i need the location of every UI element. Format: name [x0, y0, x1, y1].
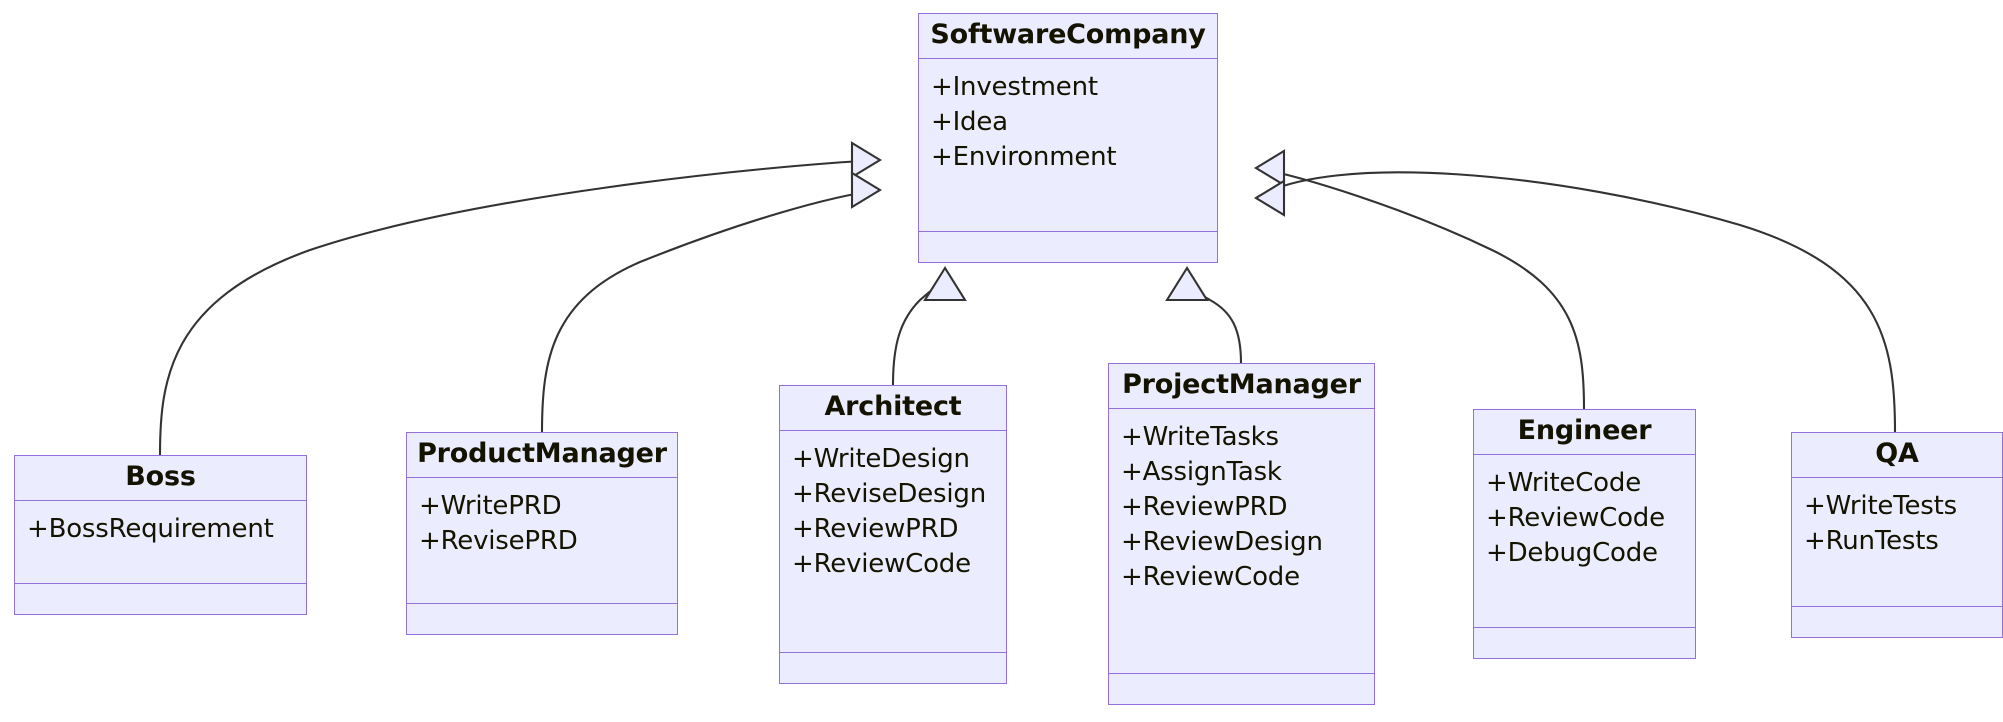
- attribute-item: +ReviewDesign: [1121, 526, 1323, 557]
- class-methods-softwarecompany: [919, 232, 1217, 262]
- attribute-item: +WritePRD: [419, 491, 562, 522]
- class-attributes-softwarecompany: +Investment +Idea +Environment: [919, 59, 1217, 232]
- class-methods-architect: [780, 653, 1006, 683]
- attribute-item: +Idea: [931, 107, 1008, 138]
- class-node-softwarecompany[interactable]: SoftwareCompany +Investment +Idea +Envir…: [918, 13, 1218, 263]
- class-attributes-qa: +WriteTests +RunTests: [1792, 478, 2002, 607]
- attribute-item: +ReviewCode: [792, 548, 971, 579]
- attribute-item: +WriteTasks: [1121, 422, 1279, 453]
- attribute-item: +ReviewCode: [1486, 503, 1665, 534]
- attribute-item: +RevisePRD: [419, 526, 578, 557]
- class-attributes-engineer: +WriteCode +ReviewCode +DebugCode: [1474, 455, 1695, 628]
- edge-architect-to-softwarecompany: [891, 266, 967, 386]
- class-title-architect: Architect: [780, 386, 1006, 432]
- edge-projectmanager-to-softwarecompany: [1165, 266, 1243, 364]
- attribute-item: +ReviewPRD: [1121, 492, 1288, 522]
- class-title-productmanager: ProductManager: [407, 433, 677, 479]
- class-title-engineer: Engineer: [1474, 410, 1695, 456]
- class-attributes-productmanager: +WritePRD +RevisePRD: [407, 478, 677, 604]
- class-node-qa[interactable]: QA +WriteTests +RunTests: [1791, 432, 2003, 638]
- class-node-projectmanager[interactable]: ProjectManager +WriteTasks +AssignTask +…: [1108, 363, 1375, 705]
- attribute-item: +ReviewCode: [1121, 561, 1300, 592]
- class-title-softwarecompany: SoftwareCompany: [919, 14, 1217, 60]
- class-node-boss[interactable]: Boss +BossRequirement: [14, 455, 307, 615]
- class-node-productmanager[interactable]: ProductManager +WritePRD +RevisePRD: [406, 432, 678, 635]
- attribute-item: +BossRequirement: [27, 514, 274, 545]
- class-attributes-architect: +WriteDesign +ReviseDesign +ReviewPRD +R…: [780, 431, 1006, 653]
- attribute-item: +Environment: [931, 142, 1117, 172]
- class-node-architect[interactable]: Architect +WriteDesign +ReviseDesign +Re…: [779, 385, 1007, 684]
- class-methods-boss: [15, 584, 306, 614]
- class-title-projectmanager: ProjectManager: [1109, 364, 1374, 410]
- attribute-item: +WriteDesign: [792, 444, 970, 475]
- attribute-item: +ReviseDesign: [792, 479, 986, 510]
- attribute-item: +ReviewPRD: [792, 514, 959, 544]
- attribute-item: +RunTests: [1804, 526, 1939, 557]
- class-methods-productmanager: [407, 604, 677, 634]
- class-node-engineer[interactable]: Engineer +WriteCode +ReviewCode +DebugCo…: [1473, 409, 1696, 659]
- class-title-qa: QA: [1792, 433, 2002, 479]
- attribute-item: +WriteCode: [1486, 468, 1641, 499]
- class-title-boss: Boss: [15, 456, 306, 502]
- attribute-item: +Investment: [931, 72, 1098, 103]
- class-attributes-boss: +BossRequirement: [15, 501, 306, 584]
- class-methods-qa: [1792, 607, 2002, 637]
- class-methods-engineer: [1474, 628, 1695, 658]
- class-attributes-projectmanager: +WriteTasks +AssignTask +ReviewPRD +Revi…: [1109, 409, 1374, 674]
- edge-boss-to-softwarecompany: [158, 141, 883, 456]
- class-methods-projectmanager: [1109, 674, 1374, 704]
- attribute-item: +DebugCode: [1486, 538, 1658, 568]
- attribute-item: +AssignTask: [1121, 457, 1282, 488]
- attribute-item: +WriteTests: [1804, 491, 1957, 522]
